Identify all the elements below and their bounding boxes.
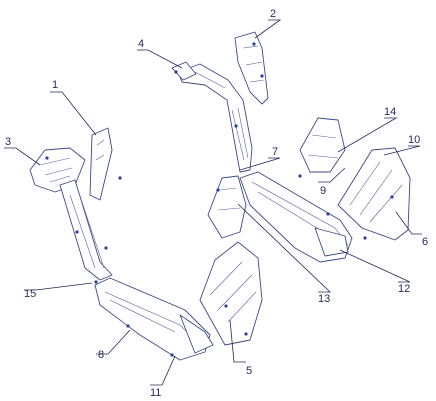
callout-7: 7 — [272, 146, 278, 158]
callout-3: 3 — [5, 136, 11, 148]
callout-2: 2 — [270, 8, 276, 20]
part-left-pillar — [59, 127, 113, 281]
callout-8: 8 — [98, 349, 104, 361]
part-right-bracket — [299, 117, 346, 173]
callout-5: 5 — [246, 365, 252, 377]
part-right-side-panel — [337, 147, 411, 241]
part-centre-lower-panel — [199, 241, 263, 346]
callout-10: 10 — [408, 134, 420, 146]
callout-1: 1 — [52, 79, 58, 91]
callout-leaders — [4, 19, 422, 386]
callout-9: 9 — [320, 185, 326, 197]
fasteners — [45, 42, 394, 357]
part-top-bracket — [234, 31, 269, 105]
part-left-bottom-rail — [94, 277, 214, 361]
callout-13: 13 — [318, 293, 330, 305]
callout-15: 15 — [24, 288, 36, 300]
callout-labels: 1 2 3 4 5 6 7 8 9 10 11 12 13 14 15 — [5, 8, 428, 399]
callout-6: 6 — [422, 236, 428, 248]
part-centre-bracket — [207, 175, 247, 239]
callout-14: 14 — [384, 106, 396, 118]
part-centre-pillar — [171, 61, 253, 173]
callout-11: 11 — [150, 387, 161, 399]
callout-4: 4 — [138, 38, 144, 50]
part-right-bottom-rail — [239, 171, 353, 263]
callout-12: 12 — [398, 283, 410, 295]
